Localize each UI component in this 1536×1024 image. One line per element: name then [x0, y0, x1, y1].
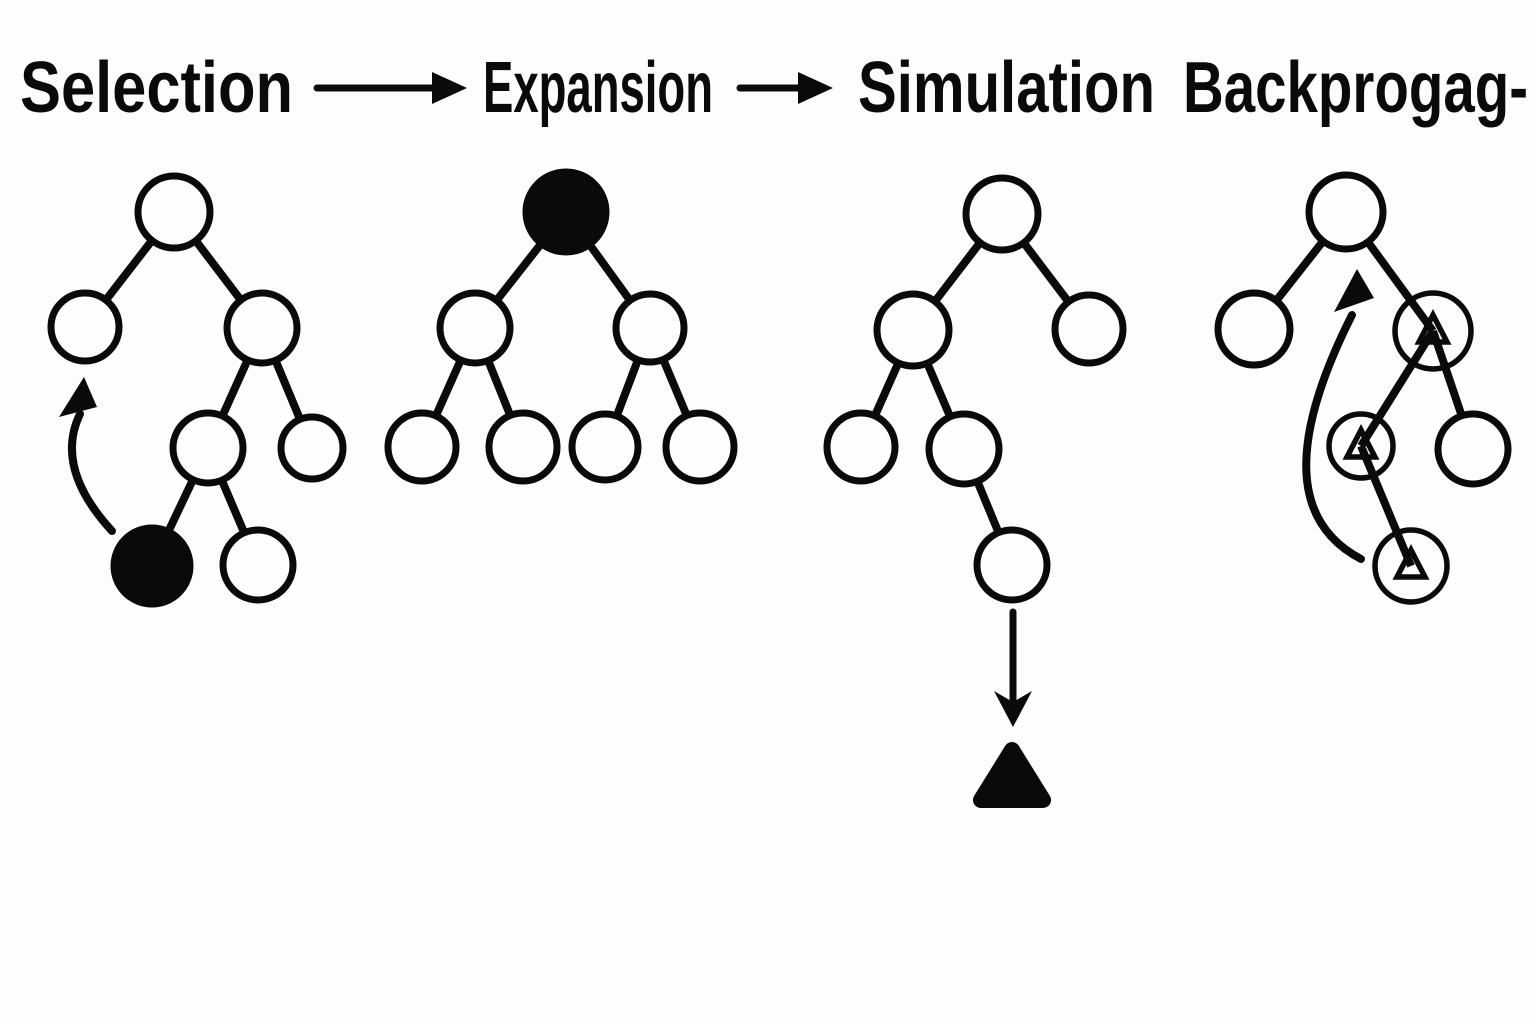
tree-node-delta: [1326, 411, 1396, 481]
curved-up-arrow-icon: [68, 410, 116, 535]
phase-label-expansion: Expansion: [483, 48, 713, 128]
tree-edge: [1357, 328, 1437, 449]
tree-node-open: [47, 289, 123, 365]
tree-node-open: [485, 409, 561, 485]
tree-node-open: [223, 289, 301, 367]
annotations-layer: [59, 72, 1374, 808]
tree-node-open: [384, 409, 460, 485]
arrowhead-icon: [1334, 269, 1374, 312]
tree-node-open: [612, 290, 688, 366]
triangle-outline-icon: [1392, 544, 1430, 580]
filled-triangle-icon: [973, 742, 1051, 808]
trees-layer: [47, 168, 1512, 608]
tree-node-open: [169, 409, 247, 487]
arrowhead-icon: [994, 691, 1032, 727]
tree-node-open: [219, 526, 297, 604]
tree-node-open: [436, 289, 514, 367]
tree-node-open: [1051, 291, 1127, 367]
backprop-update-arrow: [1302, 269, 1374, 563]
selection-backup-arrow: [59, 377, 116, 535]
arrowhead-icon: [432, 72, 467, 104]
tree-node-delta: [1372, 527, 1450, 605]
simulation-outcome-marker: [973, 742, 1051, 808]
header-arrow-selection-expansion: [313, 72, 467, 104]
simulation-rollout-arrow: [994, 608, 1032, 727]
arrowhead-icon: [59, 377, 97, 417]
triangle-outline-icon: [1414, 309, 1452, 345]
header-row: Selection Expansion Simulation Backproga…: [20, 48, 1528, 128]
curved-up-arrow-icon: [1302, 311, 1365, 563]
tree-node-open: [823, 409, 899, 485]
tree-node-open: [134, 172, 214, 252]
tree-node-open: [1214, 289, 1294, 369]
phase-label-simulation: Simulation: [858, 48, 1155, 128]
tree-node-open: [962, 174, 1042, 254]
selection-tree: [47, 172, 347, 608]
arrowhead-icon: [798, 72, 833, 104]
tree-node-open: [873, 290, 953, 370]
tree-node-open: [925, 410, 1003, 488]
tree-node-open: [1434, 410, 1512, 488]
tree-node-filled: [522, 168, 610, 256]
tree-node-open: [568, 410, 642, 484]
tree-node-open: [277, 413, 347, 483]
tree-node-delta: [1392, 290, 1474, 372]
expansion-tree: [384, 168, 738, 485]
tree-edge: [1357, 444, 1415, 568]
tree-node-filled: [110, 524, 194, 608]
phase-label-backpropagation: Backprogag-: [1183, 48, 1528, 128]
backpropagation-tree: [1214, 171, 1512, 605]
triangle-outline-icon: [1342, 424, 1380, 460]
tree-node-open: [973, 526, 1051, 604]
simulation-tree: [823, 174, 1127, 604]
header-arrow-expansion-simulation: [736, 72, 833, 104]
tree-node-open: [1305, 171, 1387, 253]
tree-node-open: [662, 409, 738, 485]
phase-label-selection: Selection: [20, 48, 293, 128]
